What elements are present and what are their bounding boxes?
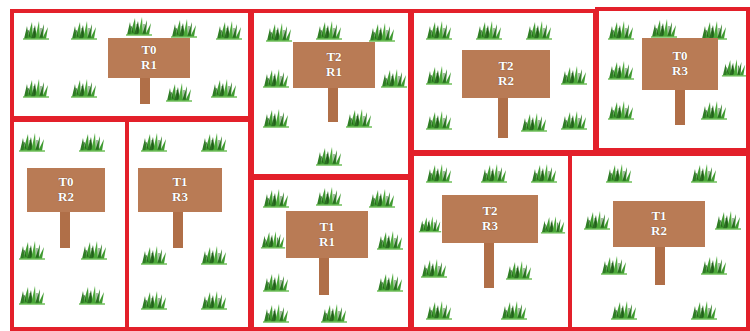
sign-label: T1 R1 bbox=[319, 220, 335, 250]
sign-label: T1 R2 bbox=[651, 209, 667, 239]
sign-label: T0 R1 bbox=[141, 43, 157, 73]
sign-board: T0 R1 bbox=[108, 38, 190, 78]
sign-label: T2 R3 bbox=[482, 204, 498, 234]
sign-board: T0 R2 bbox=[27, 168, 105, 212]
sign-board: T2 R3 bbox=[442, 195, 538, 243]
sign-label: T0 R3 bbox=[672, 49, 688, 79]
plot-borders bbox=[12, 9, 748, 329]
sign-board: T1 R2 bbox=[613, 201, 705, 247]
sign-board: T0 R3 bbox=[642, 38, 718, 90]
sign-board: T1 R1 bbox=[286, 211, 368, 258]
sign-label: T2 R2 bbox=[498, 59, 514, 89]
sign-board: T2 R2 bbox=[462, 50, 550, 98]
sign-posts bbox=[60, 74, 685, 295]
sign-label: T1 R3 bbox=[172, 175, 188, 205]
sign-label: T2 R1 bbox=[326, 50, 342, 80]
sign-label: T0 R2 bbox=[58, 175, 74, 205]
sign-board: T2 R1 bbox=[293, 42, 375, 88]
sign-board: T1 R3 bbox=[138, 168, 222, 212]
